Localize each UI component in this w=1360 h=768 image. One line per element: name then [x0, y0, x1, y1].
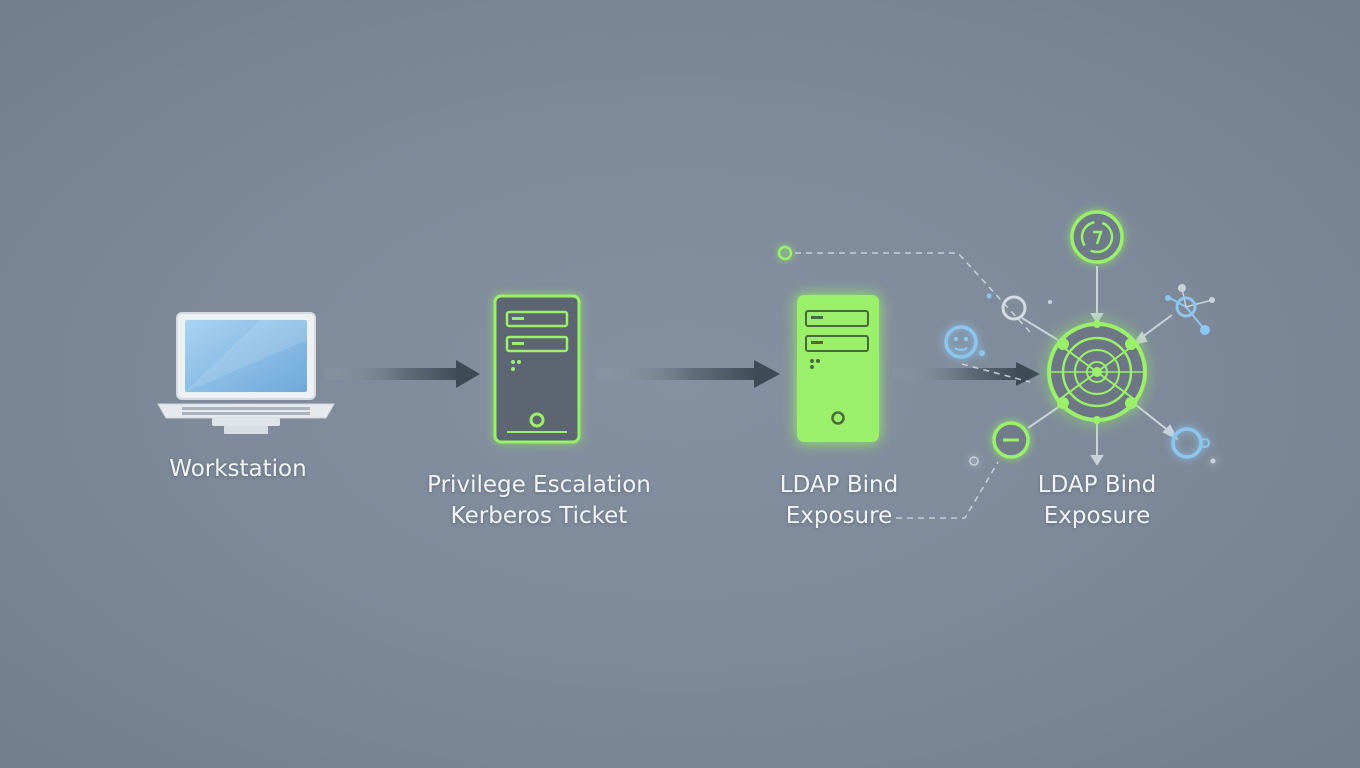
- flow-arrow-1: [324, 360, 480, 388]
- refresh-node-icon: [1070, 210, 1124, 264]
- laptop-icon: [157, 312, 335, 434]
- flow-arrow-2: [598, 360, 780, 388]
- node-label-line: Kerberos Ticket: [450, 503, 628, 529]
- blue-node-icon: [1171, 427, 1216, 464]
- molecule-node-icon: [1165, 284, 1215, 335]
- server-outline-icon: [493, 294, 581, 444]
- node-label-line: Exposure: [785, 503, 893, 529]
- node-label-line: Privilege Escalation: [427, 472, 651, 498]
- dashed-connector: [795, 252, 1031, 519]
- blue-agent-node-icon: [944, 325, 985, 359]
- minus-node-icon: [969, 421, 1030, 466]
- network-hub-icon: [944, 210, 1216, 466]
- node-label-line: LDAP Bind: [1037, 472, 1157, 498]
- node-label-workstation: Workstation: [138, 454, 338, 485]
- node-label-line: Exposure: [1043, 503, 1151, 529]
- node-label-ldap-bind-hub: LDAP Bind Exposure: [997, 470, 1197, 532]
- node-label-ldap-bind: LDAP Bind Exposure: [739, 470, 939, 532]
- server-filled-icon: [797, 295, 879, 442]
- node-label-line: Workstation: [169, 456, 307, 482]
- gray-node-icon: [1001, 295, 1027, 321]
- node-label-privilege: Privilege Escalation Kerberos Ticket: [389, 470, 689, 532]
- node-label-line: LDAP Bind: [779, 472, 899, 498]
- connector-start-node: [777, 245, 793, 261]
